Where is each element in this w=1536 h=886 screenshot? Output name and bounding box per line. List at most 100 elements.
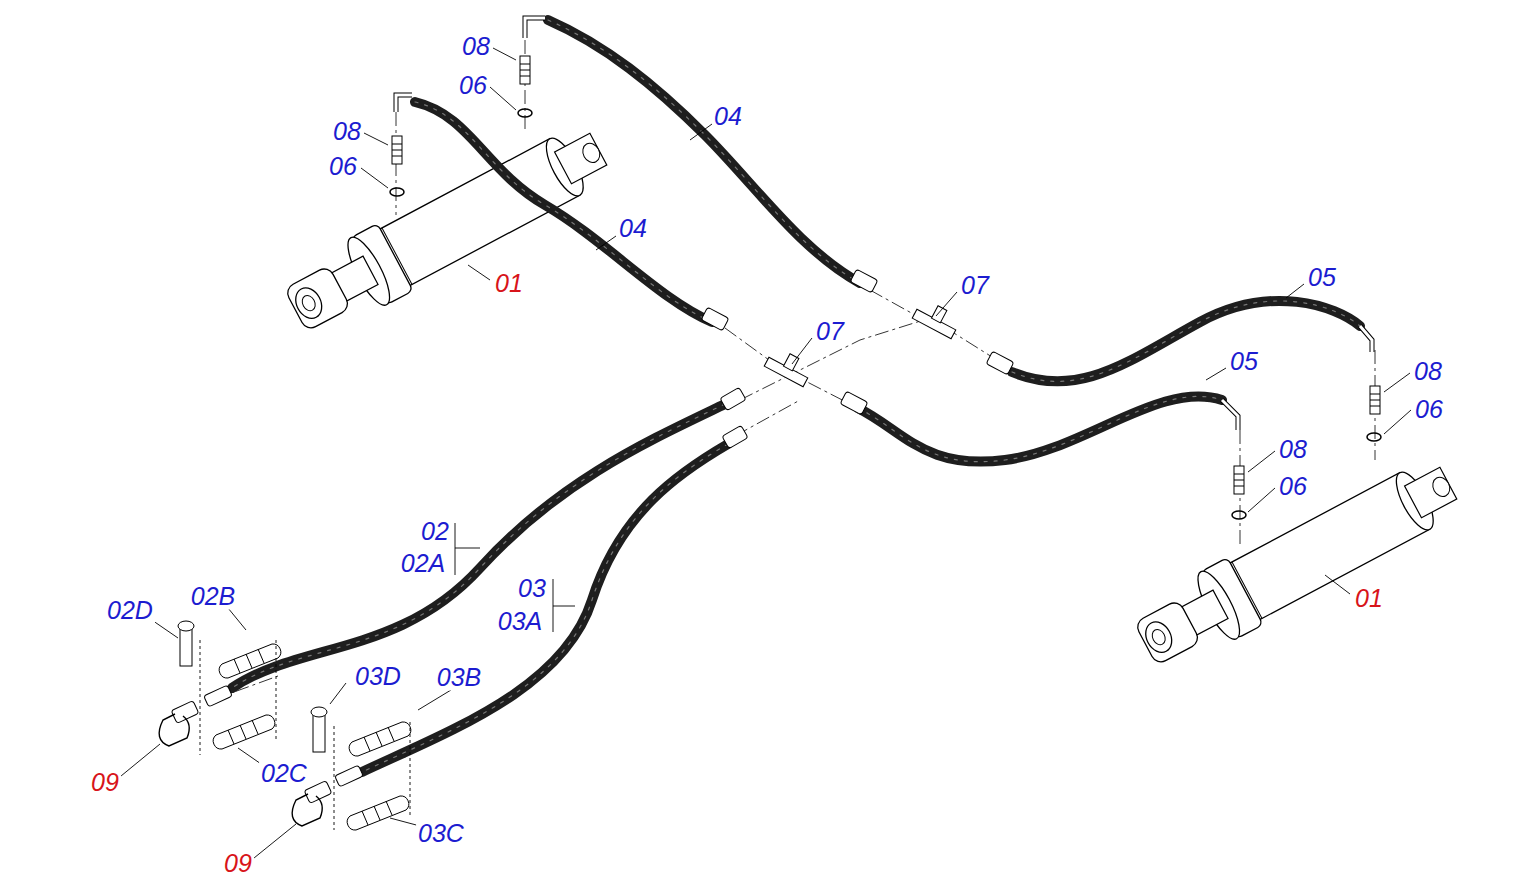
hose-clamp xyxy=(335,765,364,787)
callout-number: 05 xyxy=(1306,264,1338,291)
callout-number: 07 xyxy=(959,272,991,299)
hose-clamp xyxy=(204,685,364,787)
adapter-fitting xyxy=(392,136,402,164)
hydraulic-hose xyxy=(1012,301,1360,381)
leader-line xyxy=(418,690,451,710)
leader-line xyxy=(200,640,201,755)
hose-fitting xyxy=(396,18,1372,449)
hydraulic-hose xyxy=(232,404,725,688)
callout-number: 02D xyxy=(105,597,155,624)
adapter-fitting xyxy=(520,56,530,84)
hose-clamp xyxy=(347,796,408,830)
leader-line xyxy=(553,579,575,632)
tee-fitting xyxy=(764,346,814,387)
leader-line xyxy=(228,608,246,630)
hydraulic-hose xyxy=(232,404,725,688)
callout-number: 01 xyxy=(1353,585,1385,612)
callout-number: 01 xyxy=(493,270,525,297)
quick-coupler xyxy=(159,701,332,826)
leader-line xyxy=(1248,451,1275,472)
hydraulic-hose xyxy=(415,102,712,322)
callout-number: 09 xyxy=(222,850,254,877)
callout-number: 04 xyxy=(617,215,649,242)
callout-number: 06 xyxy=(1277,473,1309,500)
callout-number: 09 xyxy=(89,769,121,796)
callout-number: 03B xyxy=(435,664,483,691)
callout-number: 02B xyxy=(189,583,237,610)
hose-clamp xyxy=(311,707,327,717)
adapter-fitting xyxy=(1370,386,1380,414)
seal-washer xyxy=(1367,433,1381,441)
seal-washer xyxy=(518,109,532,117)
hose-clamp xyxy=(178,621,411,830)
leader-line xyxy=(1248,488,1275,512)
quick-coupler xyxy=(159,701,199,746)
hydraulic-hose xyxy=(362,444,728,772)
leader-line xyxy=(121,744,160,776)
leader-line xyxy=(276,640,277,742)
leader-line xyxy=(1384,373,1410,392)
seal-washer xyxy=(390,188,404,196)
leader-line xyxy=(254,824,296,858)
hose-fitting xyxy=(720,387,746,410)
callout-number: 03 xyxy=(516,575,548,602)
center-line xyxy=(735,400,800,436)
hydraulic-hose xyxy=(548,20,860,283)
leader-line xyxy=(468,265,490,280)
leader-line xyxy=(1206,368,1226,380)
leader-line xyxy=(361,168,388,188)
tee-fitting xyxy=(764,298,962,387)
callout-number: 02A xyxy=(399,550,447,577)
hose-fitting xyxy=(396,95,412,112)
hydraulic-hose xyxy=(415,102,712,322)
leader-line xyxy=(455,523,480,575)
hose-fitting xyxy=(1222,400,1238,430)
hose-fitting xyxy=(840,391,868,415)
hose-clamp xyxy=(204,685,233,707)
callout-number: 08 xyxy=(1277,436,1309,463)
tee-fitting xyxy=(912,298,962,339)
adapter-fitting xyxy=(1234,466,1244,494)
leader-line xyxy=(596,236,616,250)
hose-clamp xyxy=(349,722,410,756)
leader-line xyxy=(792,338,812,364)
hose-clamp xyxy=(313,712,325,752)
callout-number: 03A xyxy=(496,608,544,635)
leader-line xyxy=(493,48,516,60)
hydraulic-hose xyxy=(362,444,728,772)
leader-line xyxy=(690,124,712,140)
leader-line xyxy=(334,726,335,830)
callout-number: 06 xyxy=(327,153,359,180)
hose-fitting xyxy=(850,269,878,293)
hose-fitting xyxy=(1222,400,1238,430)
center-line xyxy=(740,318,1000,400)
leader-line xyxy=(1286,284,1304,298)
callout-number: 06 xyxy=(1413,396,1445,423)
hose-fitting xyxy=(525,18,545,38)
adapter-fitting xyxy=(392,56,1380,494)
hose-fitting xyxy=(986,351,1014,375)
callout-number: 06 xyxy=(457,72,489,99)
seal-washer xyxy=(1232,511,1246,519)
hose-clamp xyxy=(219,644,280,678)
callout-number: 03D xyxy=(353,663,403,690)
hydraulic-hose xyxy=(232,20,1360,772)
hose-clamp xyxy=(180,626,192,666)
hose-fitting xyxy=(525,18,545,38)
leader-line xyxy=(121,48,1411,858)
callout-number: 08 xyxy=(1412,358,1444,385)
callout-number: 05 xyxy=(1228,348,1260,375)
hose-fitting xyxy=(722,425,748,448)
callout-number: 04 xyxy=(712,103,744,130)
hose-fitting xyxy=(701,307,729,331)
hose-clamp xyxy=(178,621,194,631)
leader-line xyxy=(936,292,957,316)
hydraulic-hose xyxy=(858,396,1222,461)
leader-line xyxy=(410,722,411,815)
callout-number: 02C xyxy=(259,760,309,787)
callout-number: 03C xyxy=(416,820,466,847)
hydraulic-cylinder xyxy=(278,116,617,344)
leader-line xyxy=(364,133,388,145)
leader-line xyxy=(1384,410,1411,434)
